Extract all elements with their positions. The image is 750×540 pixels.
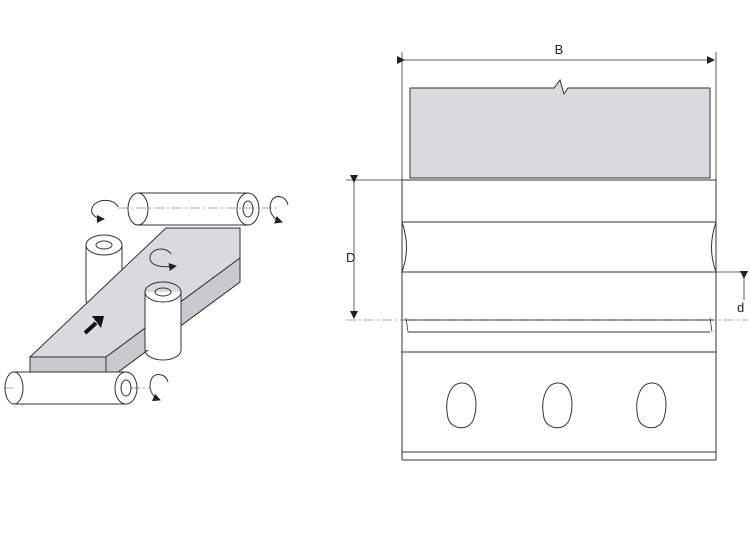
cutter-body (346, 179, 748, 461)
dimension-d-inner: d (716, 271, 748, 315)
rotation-arrow-icon (149, 248, 177, 271)
workpiece-board (28, 227, 241, 382)
top-panel (409, 78, 711, 179)
width-label: B (555, 42, 564, 57)
feed-direction-arrow-icon (83, 316, 104, 335)
rotation-arrow-icon (91, 199, 119, 223)
slot-oval (542, 382, 573, 429)
slot-oval (446, 382, 477, 429)
right-vertical-roller (144, 281, 182, 361)
bottom-roller (4, 371, 150, 405)
rotation-arrow-icon (269, 196, 289, 224)
dimension-d-outer: D (346, 175, 402, 319)
rotation-arrow-icon (149, 374, 169, 402)
dimension-b: B (397, 42, 717, 180)
slot-oval (636, 382, 667, 429)
height-label: D (346, 250, 355, 265)
planer-schematic (4, 192, 289, 405)
depth-label: d (737, 300, 744, 315)
cutter-drawing: B (346, 42, 748, 461)
top-roller (118, 192, 278, 226)
